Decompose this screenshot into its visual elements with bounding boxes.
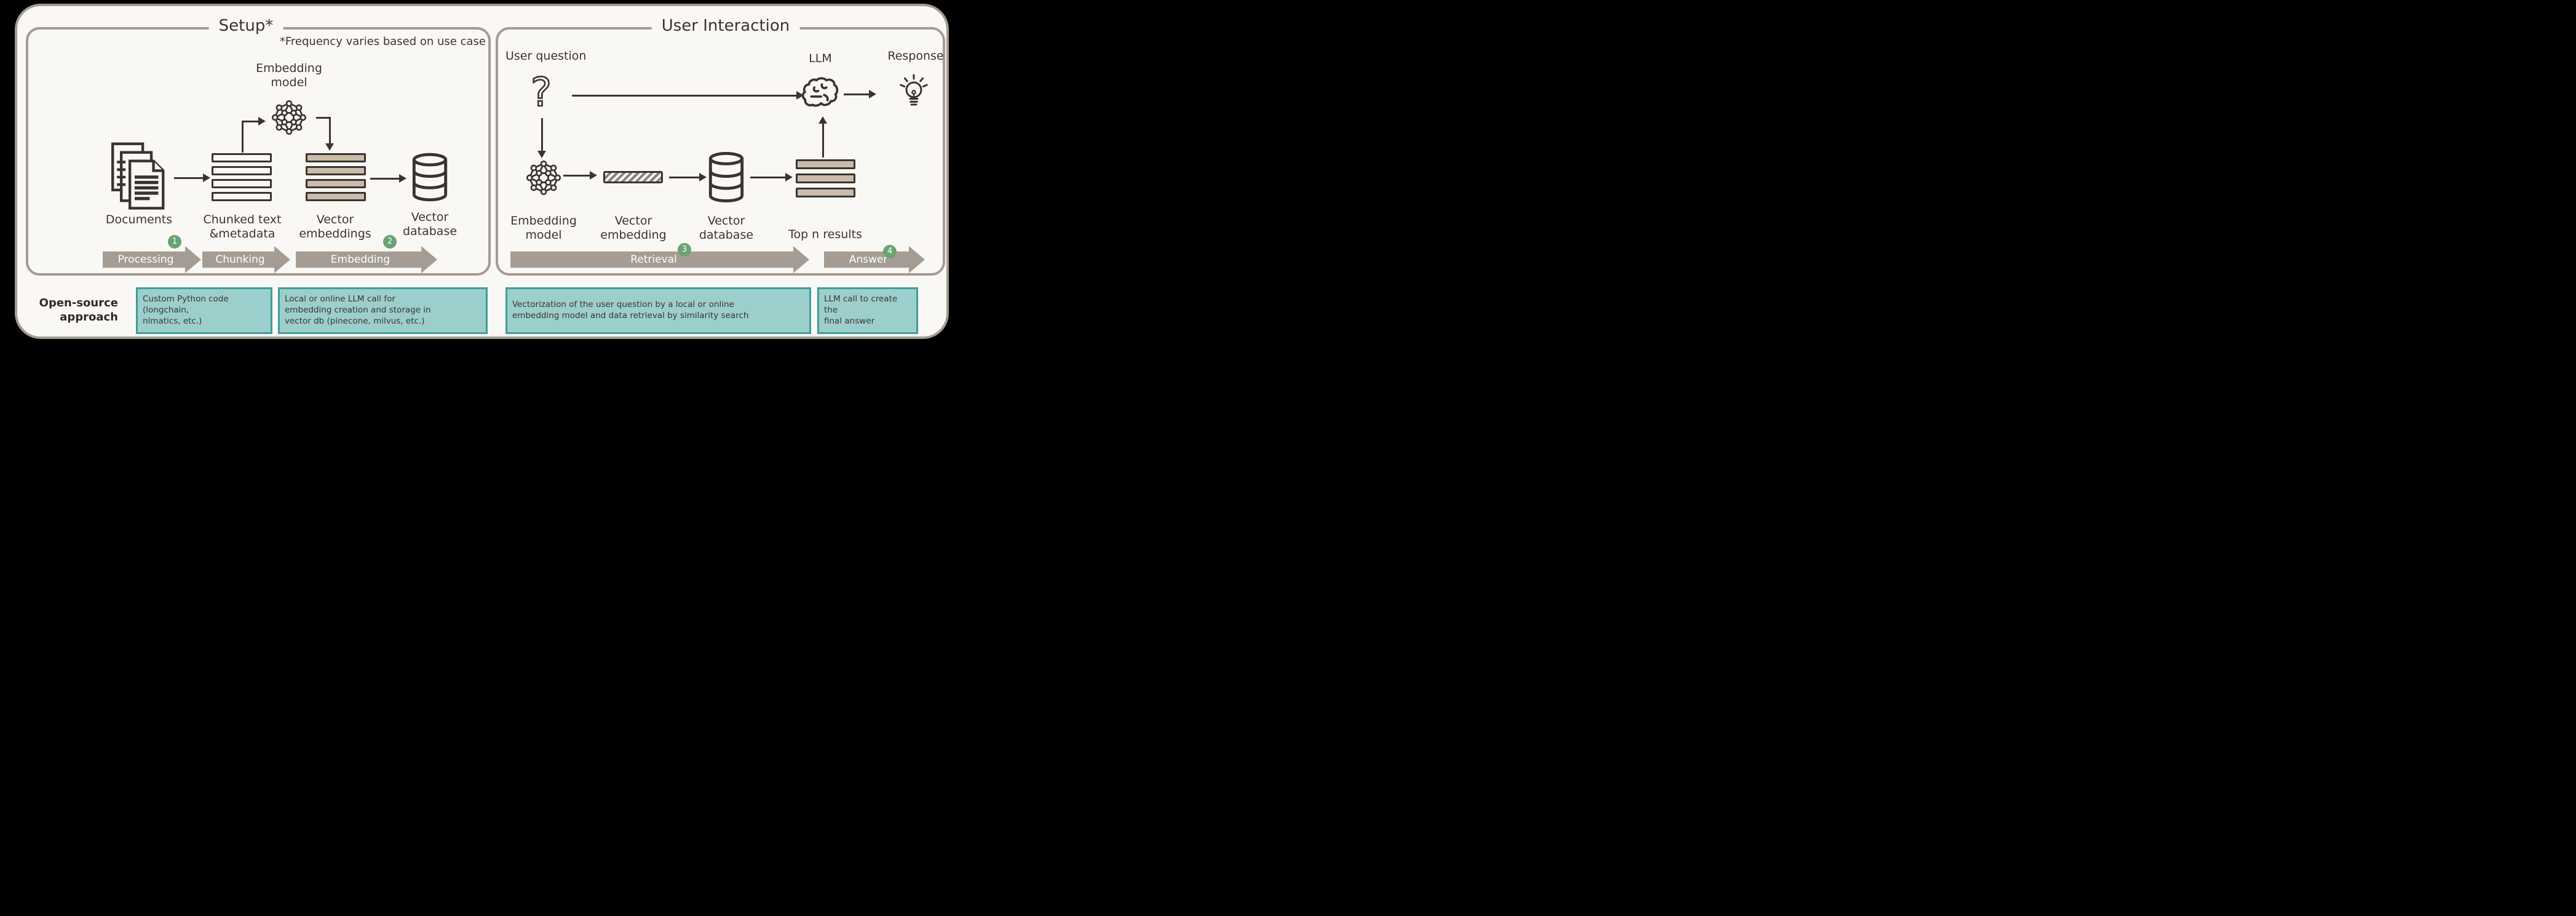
arrow-model-to-vector [563,175,590,177]
arrow-llm-to-response [844,94,870,95]
approach-box-processing: Custom Python code (longchain, nlmatics,… [136,287,272,334]
approach-box-retrieval: Vectorization of the user question by a … [505,287,811,334]
diagram-card [15,4,949,339]
chunked-text-label: Chunked text &metadata [203,213,282,241]
arrowhead [785,173,793,181]
arrowhead [869,90,876,98]
documents-label: Documents [105,213,173,226]
embedding-model-label: Embedding model [256,62,322,90]
frequency-note: *Frequency varies based on use case [279,35,486,48]
arrowhead [818,116,827,124]
arrow-question-to-model [541,118,543,151]
llm-label: LLM [809,52,832,65]
database-cylinder-icon [707,151,745,203]
vector-database-label: Vector database [402,210,458,239]
arrow-model-to-embeddings [316,117,331,119]
database-cylinder-icon [411,153,449,202]
step-badge-3: 3 [678,243,691,257]
arrow-docs-to-chunks [174,177,204,179]
arrowhead [203,173,210,182]
approach-box-answer: LLM call to create the final answer [817,287,918,334]
arrow-results-to-llm [822,123,824,157]
vector-embeddings-label: Vector embeddings [299,213,371,241]
vector-database-label: Vector database [699,214,754,242]
arrowhead [399,174,406,183]
arrow-db-to-results [750,177,786,178]
arrowhead [258,117,266,125]
arrowhead [537,151,546,158]
approach-box-embedding: Local or online LLM call for embedding c… [278,287,488,334]
hatched-vector-icon [603,171,663,183]
vector-embedding-label: Vector embedding [600,214,667,242]
lightbulb-icon [897,73,930,112]
setup-panel-title: Setup* [208,17,283,35]
embedding-network-icon [272,100,306,135]
question-mark-icon: ? [528,71,555,116]
documents-icon [109,140,168,213]
step-badge-1: 1 [168,235,181,249]
arrowhead [590,171,597,180]
brain-icon [801,77,839,110]
rag-architecture-diagram: Setup* User Interaction *Frequency varie… [0,0,964,343]
arrow-vector-to-db [669,177,700,178]
user-question-label: User question [505,49,587,63]
arrow-embeddings-to-db [370,178,400,180]
svg-text:?: ? [531,71,552,116]
embedding-model-label: Embedding model [510,214,577,242]
top-n-results-label: Top n results [788,228,862,241]
user-interaction-panel-title: User Interaction [651,17,800,35]
embedding-network-icon [526,161,561,195]
response-label: Response [887,49,944,63]
step-badge-4: 4 [883,245,897,258]
arrow-model-to-embeddings [329,117,331,144]
open-source-approach-label: Open-source approach [39,297,118,324]
step-badge-2: 2 [383,235,397,249]
arrow-chunks-to-model [242,121,244,153]
arrow-chunks-to-model [242,121,259,122]
arrowhead [699,173,707,181]
arrow-question-to-llm [572,95,797,97]
arrowhead [325,143,334,151]
arrowhead [796,91,804,100]
